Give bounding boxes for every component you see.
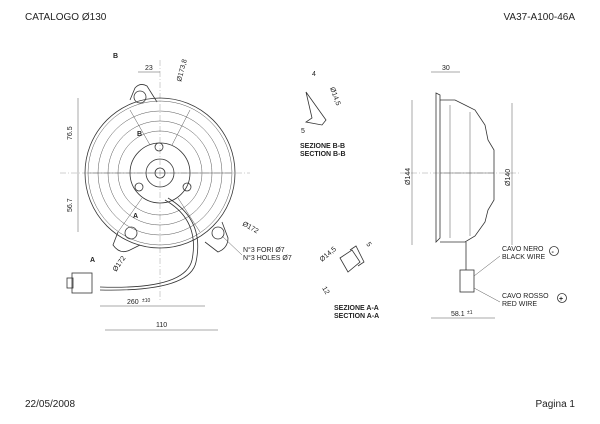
sec-aa-dim-d14-5: Ø14,5 — [319, 246, 338, 264]
dim-58-1-tolerance: ±1 — [467, 310, 473, 316]
dim-30: 30 — [442, 65, 450, 72]
minus-symbol: - — [552, 249, 555, 256]
dim-23: 23 — [145, 65, 153, 72]
holes-label-it: N°3 FORI Ø7 — [243, 246, 285, 254]
black-wire-label-it: CAVO NERO — [502, 246, 544, 253]
dim-d144: Ø144 — [405, 168, 412, 185]
sec-bb-label-it: SEZIONE B-B — [300, 143, 345, 150]
dim-d140: Ø140 — [505, 169, 512, 186]
sec-bb-dim-5: 5 — [301, 128, 305, 135]
section-b-marker: B — [113, 53, 118, 60]
sec-aa-dim-5: 5 — [364, 241, 372, 248]
section-a-marker-inner: A — [133, 213, 138, 220]
sec-aa-label-en: SECTION A-A — [334, 313, 379, 320]
section-a-marker: A — [90, 257, 95, 264]
dim-76-5: 76.5 — [67, 126, 74, 140]
sec-aa-label-it: SEZIONE A-A — [334, 305, 379, 312]
front-view: 76.5 56.7 23 Ø173,8 B B A A Ø172 Ø172 N°… — [60, 53, 292, 331]
side-view: 30 Ø144 Ø140 58.1 ±1 CAVO NERO BLACK WIR… — [400, 65, 567, 319]
section-b-b: 4 Ø14,5 5 SEZIONE B-B SECTION B-B — [300, 71, 346, 158]
part-code: VA37-A100-46A — [503, 12, 575, 23]
sec-bb-dim-4: 4 — [312, 71, 316, 78]
date: 22/05/2008 — [25, 399, 76, 410]
red-wire-label-it: CAVO ROSSO — [502, 293, 549, 300]
dim-d173-8: Ø173,8 — [176, 58, 189, 82]
sec-bb-label-en: SECTION B-B — [300, 151, 346, 158]
dim-d172-right: Ø172 — [241, 221, 259, 236]
black-wire-label-en: BLACK WIRE — [502, 254, 546, 261]
page-number: Pagina 1 — [535, 399, 575, 410]
sec-aa-dim-12: 12 — [320, 286, 330, 296]
dim-d172-left: Ø172 — [112, 255, 128, 273]
red-wire-label-en: RED WIRE — [502, 301, 537, 308]
dim-110: 110 — [156, 322, 167, 329]
catalog-title: CATALOGO Ø130 — [25, 12, 107, 23]
dim-58-1: 58.1 — [451, 311, 465, 318]
plus-symbol: + — [559, 296, 563, 303]
section-b-marker-inner: B — [137, 131, 142, 138]
holes-label-en: N°3 HOLES Ø7 — [243, 254, 292, 262]
dim-56-7: 56.7 — [67, 198, 74, 212]
section-a-a: Ø14,5 5 12 SEZIONE A-A SECTION A-A — [319, 241, 379, 320]
dim-260-tolerance: ±10 — [142, 298, 151, 304]
sec-bb-dim-d14-5: Ø14,5 — [328, 86, 341, 106]
dim-260: 260 — [127, 299, 139, 306]
